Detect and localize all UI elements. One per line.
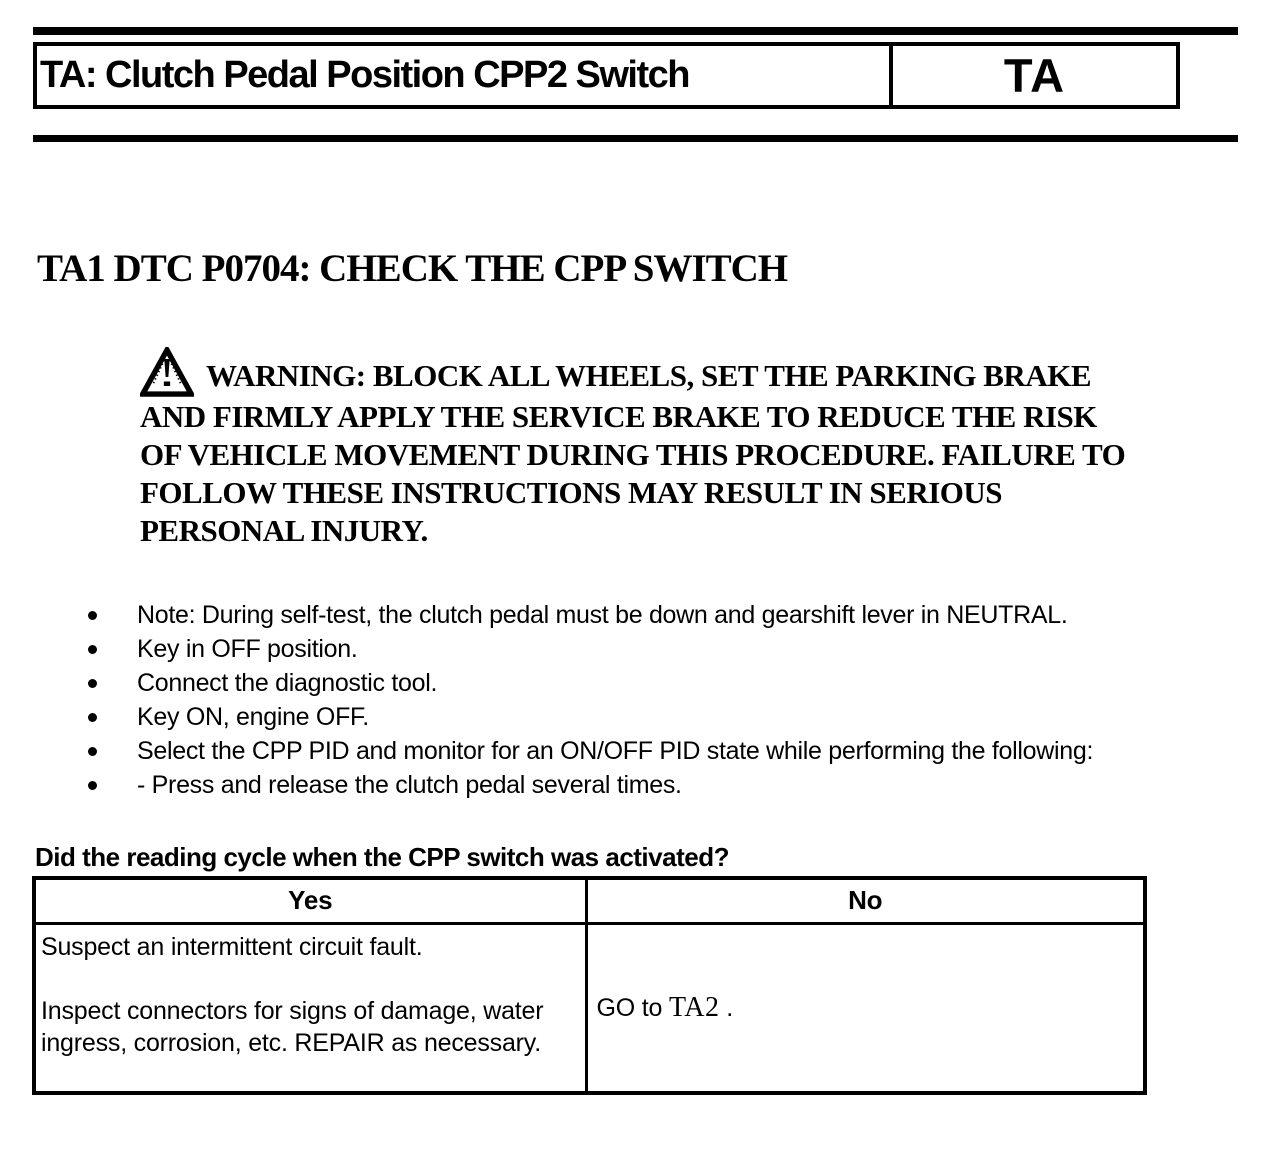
header-code-cell: TA — [889, 46, 1176, 105]
warning-block: WARNING: BLOCK ALL WHEELS, SET THE PARKI… — [138, 344, 1260, 550]
decision-table: Yes No Suspect an intermittent circuit f… — [32, 876, 1147, 1095]
bullet-icon — [88, 747, 97, 756]
decision-question: Did the reading cycle when the CPP switc… — [35, 842, 729, 872]
list-item: Key ON, engine OFF. — [33, 700, 1280, 734]
top-rule-bar — [33, 27, 1238, 35]
page-title: TA: Clutch Pedal Position CPP2 Switch — [40, 54, 690, 96]
procedure-bullet-list: Note: During self-test, the clutch pedal… — [33, 598, 1280, 802]
bullet-text: Key in OFF position. — [137, 635, 358, 663]
bullet-text: Key ON, engine OFF. — [137, 703, 369, 731]
list-item: Key in OFF position. — [33, 632, 1280, 666]
bullet-icon — [88, 611, 97, 620]
list-item: Connect the diagnostic tool. — [33, 666, 1280, 700]
warning-line: PERSONAL INJURY. — [140, 513, 428, 548]
bullet-icon — [88, 781, 97, 790]
header-rule-bar — [33, 135, 1238, 142]
column-header-yes: Yes — [32, 876, 588, 925]
yes-paragraph: Suspect an intermittent circuit fault. — [41, 932, 423, 961]
bullet-text: Note: During self-test, the clutch pedal… — [137, 601, 1068, 629]
yes-result-cell: Suspect an intermittent circuit fault. I… — [32, 921, 588, 1095]
warning-line: FOLLOW THESE INSTRUCTIONS MAY RESULT IN … — [140, 475, 1003, 510]
goto-text: . — [719, 993, 734, 1022]
bullet-icon — [88, 645, 97, 654]
bullet-icon — [88, 713, 97, 722]
table-header-row: Yes No — [32, 876, 1147, 925]
bullet-icon — [88, 679, 97, 688]
section-code: TA — [1003, 49, 1066, 102]
list-item: - Press and release the clutch pedal sev… — [33, 768, 1280, 802]
table-row: Suspect an intermittent circuit fault. I… — [32, 921, 1147, 1095]
warning-line: WARNING: BLOCK ALL WHEELS, SET THE PARKI… — [138, 344, 1260, 398]
warning-text: WARNING: BLOCK ALL WHEELS, SET THE PARKI… — [206, 358, 1092, 393]
bullet-text: Select the CPP PID and monitor for an ON… — [137, 737, 1094, 765]
warning-line: AND FIRMLY APPLY THE SERVICE BRAKE TO RE… — [140, 399, 1097, 434]
bullet-text: Connect the diagnostic tool. — [137, 669, 438, 697]
column-header-no: No — [584, 876, 1147, 925]
warning-line: OF VEHICLE MOVEMENT DURING THIS PROCEDUR… — [140, 437, 1126, 472]
list-item: Note: During self-test, the clutch pedal… — [33, 598, 1280, 632]
list-item: Select the CPP PID and monitor for an ON… — [33, 734, 1280, 768]
step-heading: TA1 DTC P0704: CHECK THE CPP SWITCH — [37, 247, 788, 290]
goto-text: GO to — [596, 993, 669, 1022]
yes-paragraph: Inspect connectors for signs of damage, … — [41, 996, 544, 1057]
no-result-cell: GO to TA2 . — [584, 921, 1147, 1095]
bullet-text: - Press and release the clutch pedal sev… — [137, 771, 682, 799]
page-header: TA: Clutch Pedal Position CPP2 Switch TA — [33, 42, 1180, 109]
goto-ta2-link[interactable]: TA2 — [668, 991, 720, 1023]
header-title-cell: TA: Clutch Pedal Position CPP2 Switch — [37, 46, 889, 105]
warning-triangle-icon — [138, 344, 206, 398]
